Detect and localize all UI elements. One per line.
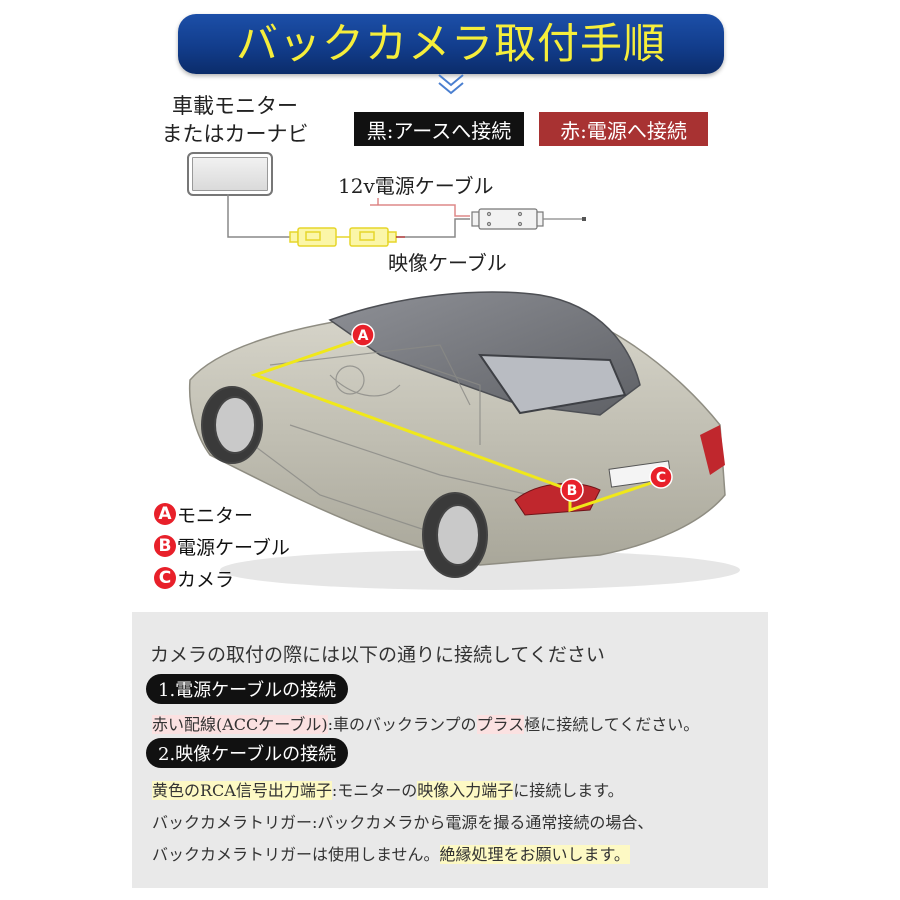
highlight-plus: プラス [476, 715, 525, 734]
front-wheel [201, 386, 263, 464]
marker-c: C [649, 465, 673, 489]
monitor-label-line1: 車載モニター [172, 94, 298, 118]
highlight-red-wire: 赤い配線(ACCケーブル) [152, 715, 328, 734]
text-segment: に接続します。 [513, 781, 624, 800]
chevron-down-icon [438, 74, 464, 95]
rca-connector-icon [289, 227, 397, 247]
legend-label: モニター [177, 504, 254, 527]
car-cutaway-illustration: A B C [188, 291, 740, 590]
marker-a: A [351, 323, 375, 347]
page-title: バックカメラ取付手順 [235, 19, 666, 68]
svg-text:A: A [358, 328, 369, 344]
text-segment: :モニターの [331, 781, 418, 800]
text-segment: バックカメラトリガーは使用しません。 [152, 845, 440, 864]
section2-text-2: バックカメラトリガー:バックカメラから電源を撮る通常接続の場合、 [152, 813, 654, 832]
rear-wheel [422, 492, 488, 578]
instructions-intro: カメラの取付の際には以下の通りに接続してください [150, 644, 605, 666]
monitor-label-line2: またはカーナビ [161, 122, 309, 146]
instructions-panel: カメラの取付の際には以下の通りに接続してください 1.電源ケーブルの接続 赤い配… [132, 612, 768, 888]
monitor-icon [187, 152, 273, 196]
legend-label: カメラ [177, 568, 235, 591]
wiring-diagram [227, 194, 586, 247]
legend-label: 電源ケーブル [177, 536, 290, 559]
marker-b-icon: B [154, 535, 176, 557]
video-cable-label: 映像ケーブル [388, 251, 507, 275]
section2-text-1: 黄色のRCA信号出力端子:モニターの映像入力端子に接続します。 [152, 777, 624, 801]
svg-text:B: B [567, 483, 578, 499]
marker-c-icon: C [154, 567, 176, 589]
marker-a-icon: A [154, 503, 176, 525]
highlight-rca-output: 黄色のRCA信号出力端子 [152, 781, 332, 800]
legend-item-power-cable: B 電源ケーブル [154, 530, 290, 562]
marker-b: B [560, 478, 584, 502]
section2-text-3: バックカメラトリガーは使用しません。絶縁処理をお願いします。 [152, 841, 630, 865]
ground-wire-badge: 黒:アースへ接続 [354, 112, 524, 146]
monitor-label: 車載モニター またはカーナビ [160, 92, 310, 148]
section1-text: 赤い配線(ACCケーブル):車のバックランプのプラス極に接続してください。 [152, 711, 699, 735]
section2-heading: 2.映像ケーブルの接続 [146, 738, 349, 768]
camera-module-icon [471, 208, 544, 230]
legend-item-monitor: A モニター [154, 498, 290, 530]
power-wire-badge: 赤:電源へ接続 [539, 112, 708, 146]
highlight-insulation: 絶縁処理をお願いします。 [439, 845, 630, 864]
legend: A モニター B 電源ケーブル C カメラ [154, 498, 290, 594]
legend-item-camera: C カメラ [154, 562, 290, 594]
section1-heading: 1.電源ケーブルの接続 [146, 674, 349, 704]
highlight-video-input: 映像入力端子 [417, 781, 514, 800]
power-cable-label: 12v電源ケーブル [338, 174, 494, 198]
text-segment: :車のバックランプの [327, 715, 477, 734]
svg-text:C: C [656, 470, 666, 486]
text-segment: 極に接続してください。 [524, 715, 700, 734]
title-banner: バックカメラ取付手順 [178, 14, 724, 74]
